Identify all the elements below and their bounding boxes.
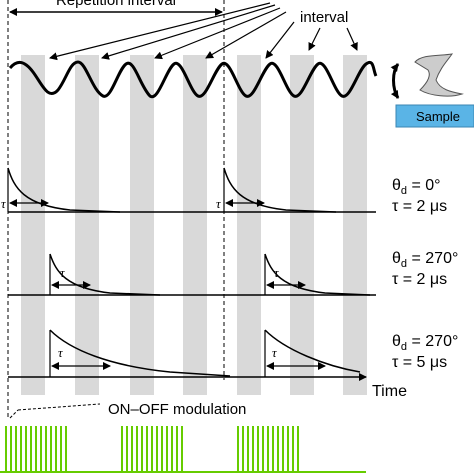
- tau-value-label: τ = 2 μs: [392, 271, 447, 288]
- tau-label: τ: [274, 265, 280, 280]
- tau-label: τ: [216, 196, 222, 211]
- theta-label: θd = 270°: [392, 250, 458, 270]
- tau-label: τ: [60, 265, 66, 280]
- decay-curve: [7, 167, 121, 213]
- theta-label: θd = 270°: [392, 333, 458, 353]
- theta-label: θd = 0°: [392, 177, 441, 197]
- tau-label: τ: [58, 345, 64, 360]
- tau-value-label: τ = 5 μs: [392, 354, 447, 371]
- decay-panel-3: τ τ θd = 270° τ = 5 μs Time: [8, 329, 458, 400]
- sample-label: Sample: [416, 109, 460, 124]
- decay-panel-1: τ τ θd = 0° τ = 2 μs: [1, 167, 447, 215]
- sample-tube-icon: [414, 53, 464, 97]
- pulse-train: [5, 426, 299, 472]
- decay-curve: [264, 253, 371, 296]
- tau-label: τ: [1, 196, 7, 211]
- repetition-interval-label: Repetition interval: [56, 0, 176, 9]
- gate-band: [237, 55, 261, 395]
- decay-curve: [223, 167, 337, 213]
- modulation-section: ON–OFF modulation: [0, 401, 366, 473]
- gate-bands: [21, 55, 367, 395]
- modulation-label: ON–OFF modulation: [108, 401, 246, 418]
- decay-panel-2: τ τ θd = 270° τ = 2 μs: [8, 250, 458, 296]
- tau-label: τ: [272, 345, 278, 360]
- time-axis-label: Time: [372, 383, 407, 400]
- decay-curve: [49, 253, 161, 296]
- gate-band: [290, 55, 314, 395]
- gate-band: [21, 55, 45, 395]
- interval-arrows: [49, 2, 358, 61]
- sample-group: Sample: [390, 53, 474, 128]
- repetition-interval-indicator: Repetition interval: [9, 0, 223, 16]
- gate-band: [343, 55, 367, 395]
- oscillation-wave: [8, 60, 378, 99]
- sample-box: [395, 104, 474, 128]
- decay-curve: [49, 329, 231, 377]
- gate-band: [75, 55, 99, 395]
- gate-band: [183, 55, 207, 395]
- gate-band: [130, 55, 154, 395]
- decay-curve: [264, 329, 361, 373]
- interval-label: interval: [300, 9, 348, 26]
- tau-value-label: τ = 2 μs: [392, 198, 447, 215]
- oscillation-arrow-icon: [390, 63, 400, 99]
